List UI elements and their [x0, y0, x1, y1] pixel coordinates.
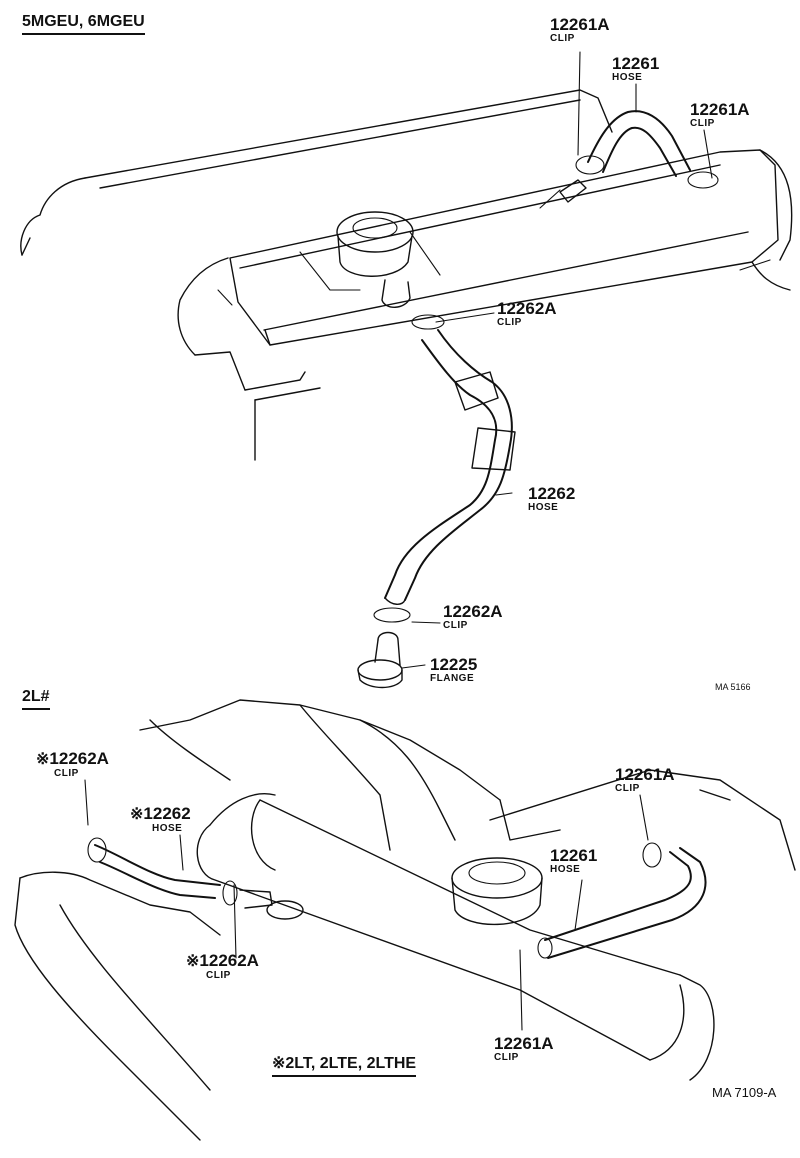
callout-hose-upper-1: 12261 HOSE — [612, 55, 659, 83]
lower-model-header: 2L# — [22, 688, 50, 710]
callout-clip-lower-3: 12261A CLIP — [615, 766, 675, 794]
upper-drawing-code: MA 5166 — [715, 682, 751, 692]
upper-engine-drawing — [20, 89, 793, 689]
part-name: CLIP — [443, 620, 468, 631]
upper-model-header: 5MGEU, 6MGEU — [22, 13, 145, 35]
part-number: 12262A — [497, 299, 557, 318]
footnote-text: 2LT, 2LTE, 2LTHE — [285, 1055, 417, 1072]
part-number: 12261A — [550, 15, 610, 34]
footnote-mark: ※ — [36, 751, 50, 768]
callout-hose-lower-2: 12261 HOSE — [550, 847, 597, 875]
callout-hose-upper-2: 12262 HOSE — [528, 485, 575, 513]
part-number: 12261A — [494, 1034, 554, 1053]
lower-leader-lines — [84, 779, 649, 1031]
part-name: CLIP — [497, 317, 522, 328]
part-number: 12262A — [443, 602, 503, 621]
upper-leader-lines — [401, 51, 713, 669]
part-name: CLIP — [550, 33, 575, 44]
callout-clip-upper-3: 12262A CLIP — [497, 300, 557, 328]
callout-clip-upper-4: 12262A CLIP — [443, 603, 503, 631]
part-number: 12225 — [430, 655, 478, 674]
part-number: 12261A — [690, 100, 750, 119]
callout-clip-lower-4: 12261A CLIP — [494, 1035, 554, 1063]
callout-clip-lower-2: ※12262A CLIP — [186, 952, 259, 981]
part-name: CLIP — [54, 768, 79, 779]
lower-engine-drawing — [14, 699, 796, 1141]
part-name: HOSE — [612, 72, 643, 83]
footnote-mark: ※ — [130, 806, 144, 823]
part-number: 12261A — [615, 765, 675, 784]
part-number: 12262A — [199, 951, 259, 970]
part-name: CLIP — [206, 970, 231, 981]
part-name: HOSE — [550, 864, 581, 875]
callout-clip-lower-1: ※12262A CLIP — [36, 750, 109, 779]
part-number: 12262 — [528, 484, 576, 503]
part-name: HOSE — [528, 502, 559, 513]
lower-drawing-code: MA 7109-A — [712, 1085, 777, 1100]
callout-clip-upper-2: 12261A CLIP — [690, 101, 750, 129]
part-number: 12261 — [612, 54, 660, 73]
callout-clip-upper-1: 12261A CLIP — [550, 16, 610, 44]
lower-footnote: ※2LT, 2LTE, 2LTHE — [272, 1053, 417, 1077]
callout-hose-lower-1: ※12262 HOSE — [130, 805, 191, 834]
part-number: 12262 — [143, 804, 191, 823]
callout-flange-upper: 12225 FLANGE — [430, 656, 477, 684]
part-number: 12261 — [550, 846, 598, 865]
part-name: FLANGE — [430, 673, 475, 684]
part-name: CLIP — [690, 118, 715, 129]
part-number: 12262A — [49, 749, 109, 768]
footnote-mark: ※ — [272, 1055, 286, 1072]
footnote-mark: ※ — [186, 953, 200, 970]
part-name: HOSE — [152, 823, 183, 834]
part-name: CLIP — [615, 783, 640, 794]
part-name: CLIP — [494, 1052, 519, 1063]
